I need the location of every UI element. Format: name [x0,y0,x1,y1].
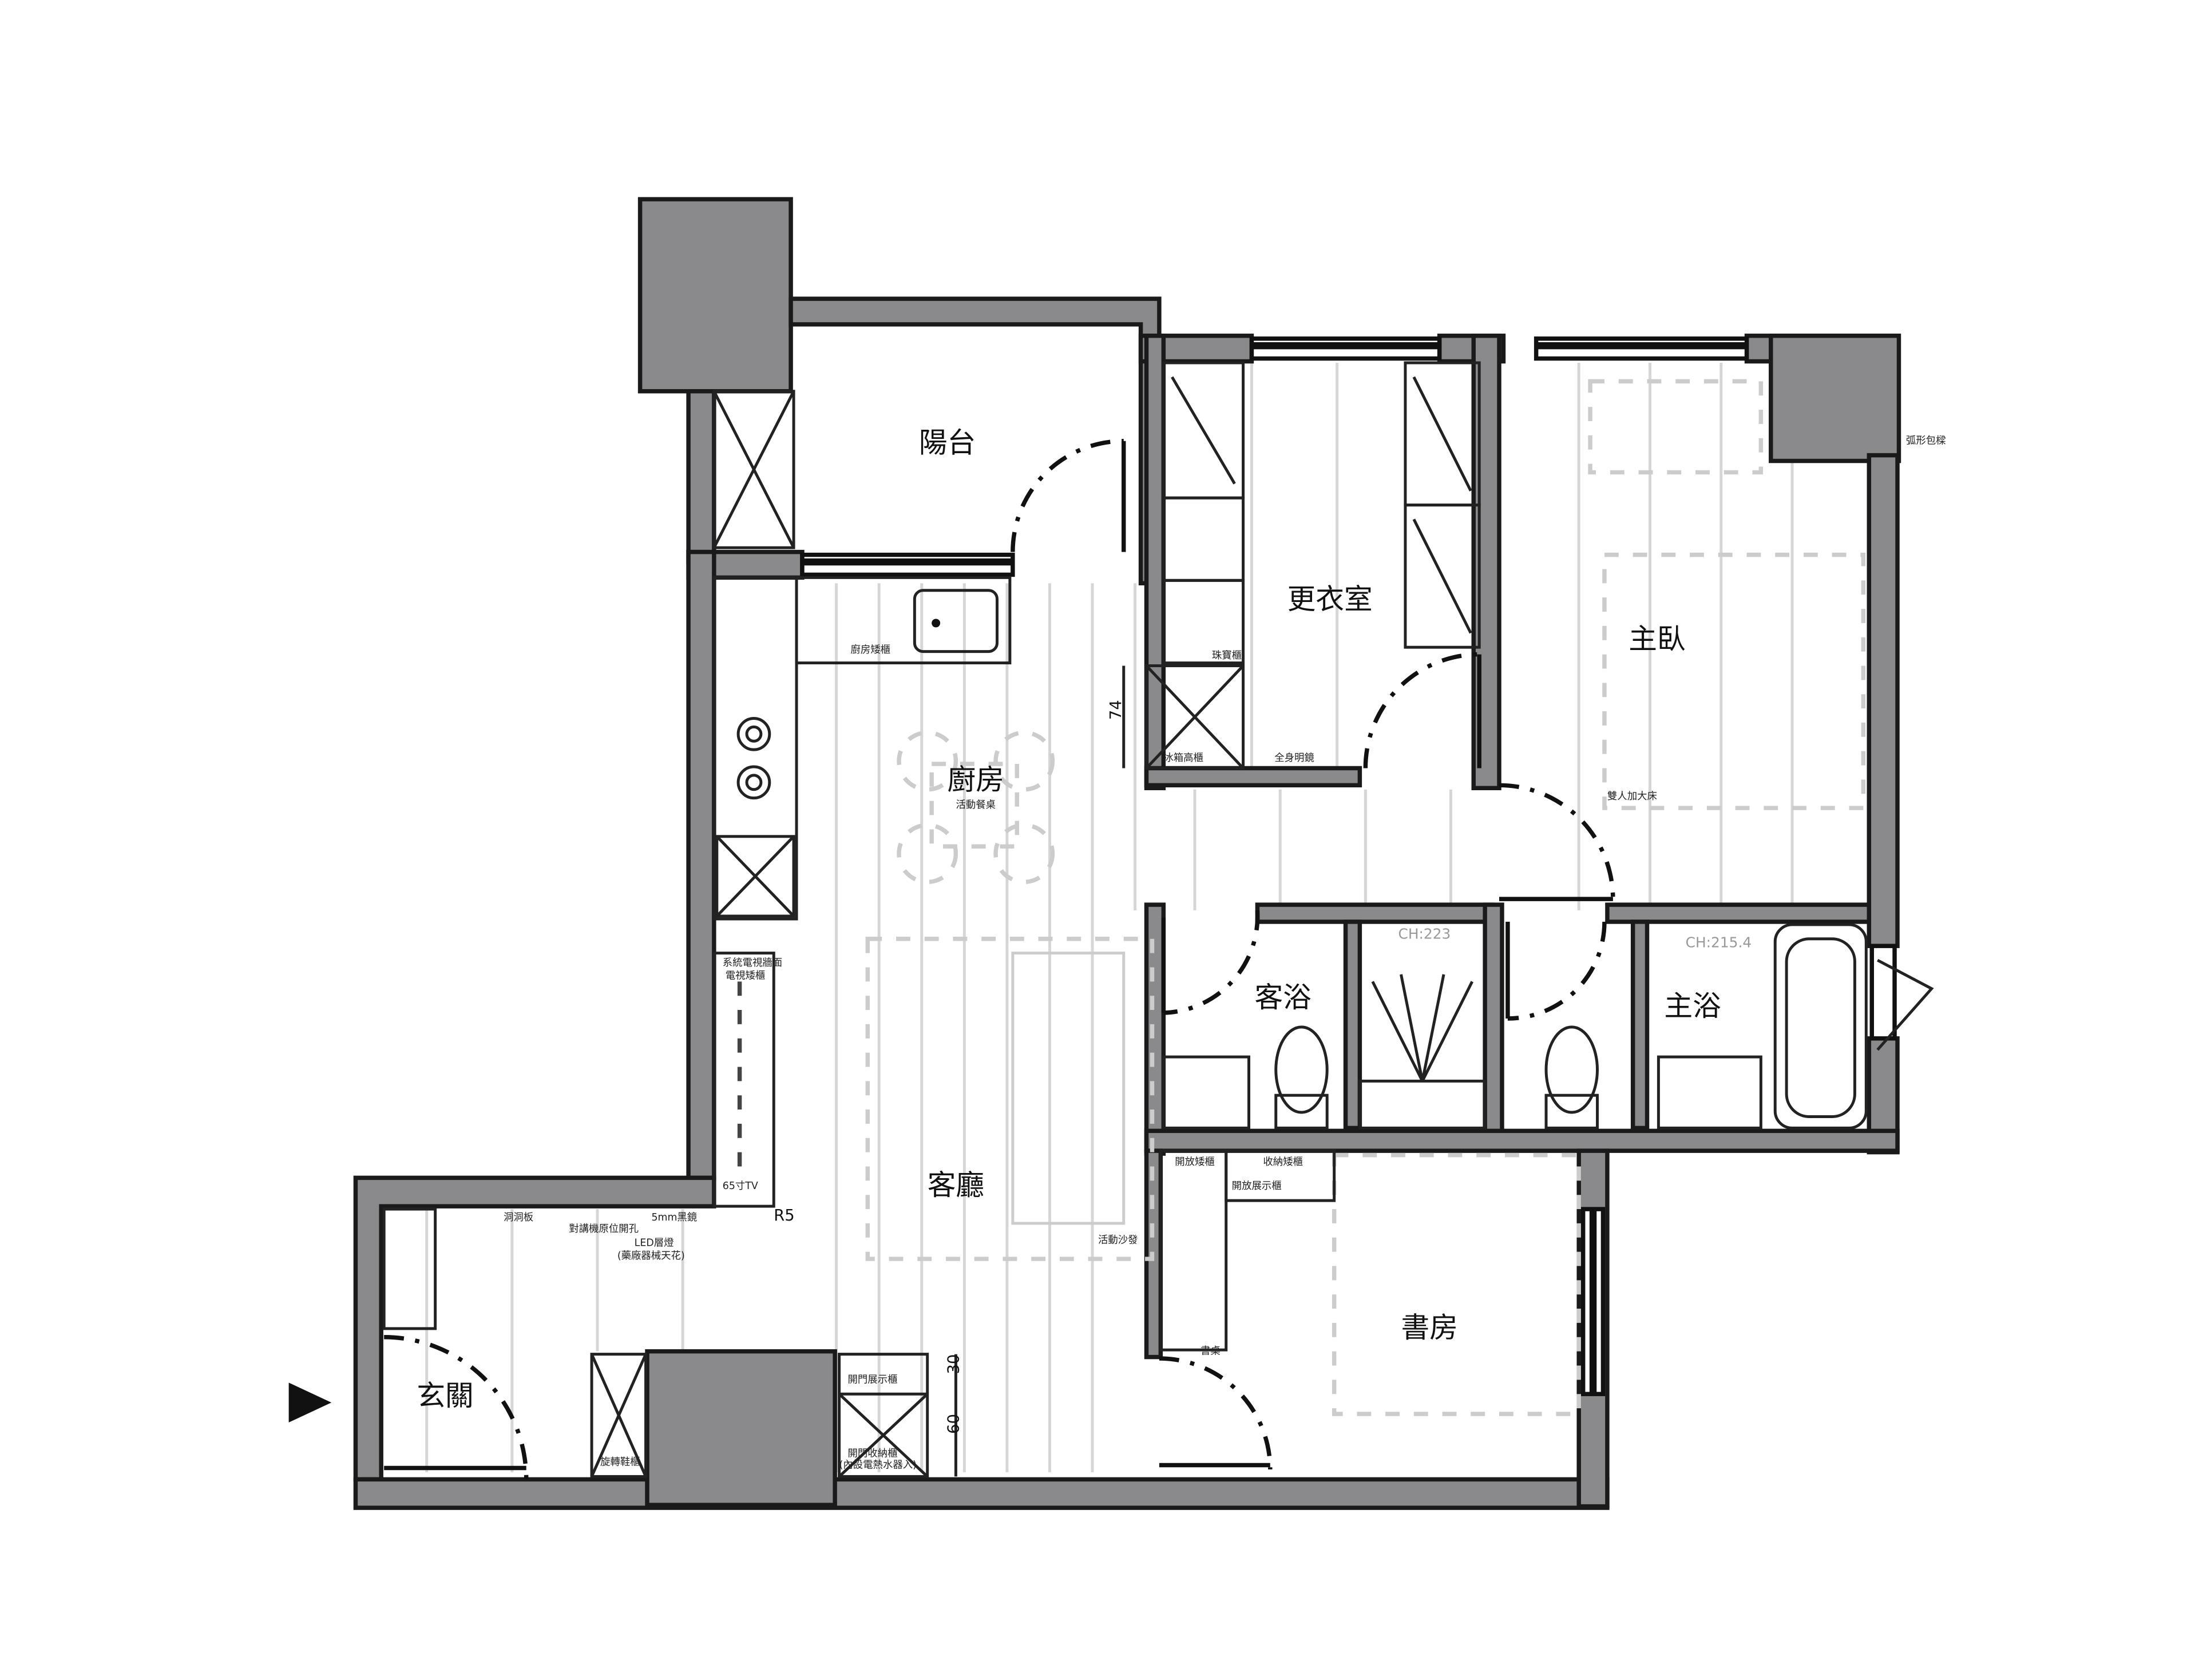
closet-cabinets [1145,361,1481,770]
label-storage-cabinet: 開門收納櫃 [848,1448,898,1460]
label-shoe-cabinet: 旋轉鞋櫃 [600,1456,640,1468]
structural-column [637,197,793,394]
label-kitchen-base-cabinet: 廚房矮櫃 [850,644,890,656]
structural-column [645,1349,837,1507]
label-bay-pillar: 弧形包樑 [1906,435,1946,447]
dim-30: 30 [945,1354,962,1374]
label-display-low: 開放展示櫃 [1232,1180,1282,1192]
guest-bath-fixtures [1162,974,1487,1130]
door-swings [384,439,1615,1480]
balcony-storage [712,390,795,549]
label-fridge-cabinet: 冰箱高櫃 [1163,752,1203,764]
dining-table [897,730,1055,885]
label-double-bed: 雙人加大床 [1607,791,1657,802]
toilet-icon [1274,1025,1329,1114]
master-bed [1588,379,1866,810]
bathtub [1773,923,1868,1130]
floor-pattern [425,363,1794,1472]
room-label-entrance: 玄關 [417,1379,473,1412]
room-label-kitchen: 廚房 [948,763,1004,797]
entry-arrow-icon [288,1382,332,1423]
label-tv-wall: 系統電視牆面 [723,957,782,969]
label-radius: R5 [774,1207,794,1225]
room-label-walkin-closet: 更衣室 [1287,583,1373,616]
dim-60: 60 [945,1414,962,1434]
label-jewelry-cabinet: 珠寶櫃 [1212,649,1242,661]
dimensions: 74 30 60 [945,665,1126,1477]
label-led-note: (藥廠器械天花) [617,1250,685,1262]
dim-74: 74 [1107,700,1125,720]
label-dining-table: 活動餐桌 [956,799,996,811]
room-label-living-room: 客廳 [928,1168,984,1202]
label-storage-note: (內設電熱水器入) [839,1459,917,1471]
label-led-lamp: LED層燈 [635,1238,674,1249]
room-label-master-bedroom: 主臥 [1629,623,1685,656]
label-ch-guest-bath: CH:223 [1398,926,1451,942]
label-sofa: 活動沙發 [1098,1235,1138,1246]
master-bath-fixtures [1544,923,1868,1130]
label-ch-master-bath: CH:215.4 [1686,934,1752,951]
room-label-guest-bath: 客浴 [1254,981,1311,1014]
label-corridor-board: 洞洞板 [504,1212,533,1223]
room-label-master-bath: 主浴 [1664,989,1721,1023]
kitchen-counter [712,576,1012,921]
label-desk: 書桌 [1200,1346,1221,1357]
room-label-balcony: 陽台 [919,426,976,459]
toilet-icon [1544,1025,1599,1114]
label-storage-low: 收納矮櫃 [1263,1156,1303,1168]
windows [800,336,1934,1396]
sink [913,589,999,653]
shower-icon [1371,974,1473,1082]
label-full-mirror: 全身明鏡 [1274,752,1314,764]
room-label-study: 書房 [1401,1311,1457,1344]
label-open-cabinet: 開放矮櫃 [1175,1156,1215,1168]
entrance-furniture [382,1207,929,1478]
label-tv: 65寸TV [723,1180,758,1192]
burner-icon [736,716,771,751]
annotations: 廚房矮櫃 活動餐桌 冰箱高櫃 珠寶櫃 全身明鏡 弧形包樑 雙人加大床 系統電視牆… [504,435,1946,1471]
label-display-cabinet: 開門展示櫃 [848,1374,898,1385]
walls [353,197,1901,1510]
label-mirror: 5mm黑鏡 [651,1212,697,1223]
bay-pillar [1769,334,1901,463]
label-tv-low-cabinet: 電視矮櫃 [726,970,766,981]
living-room-furniture [712,937,1155,1261]
study-furniture [1159,1149,1581,1416]
burner-icon [736,765,771,800]
label-intercom: 對講機原位開孔 [569,1223,639,1235]
